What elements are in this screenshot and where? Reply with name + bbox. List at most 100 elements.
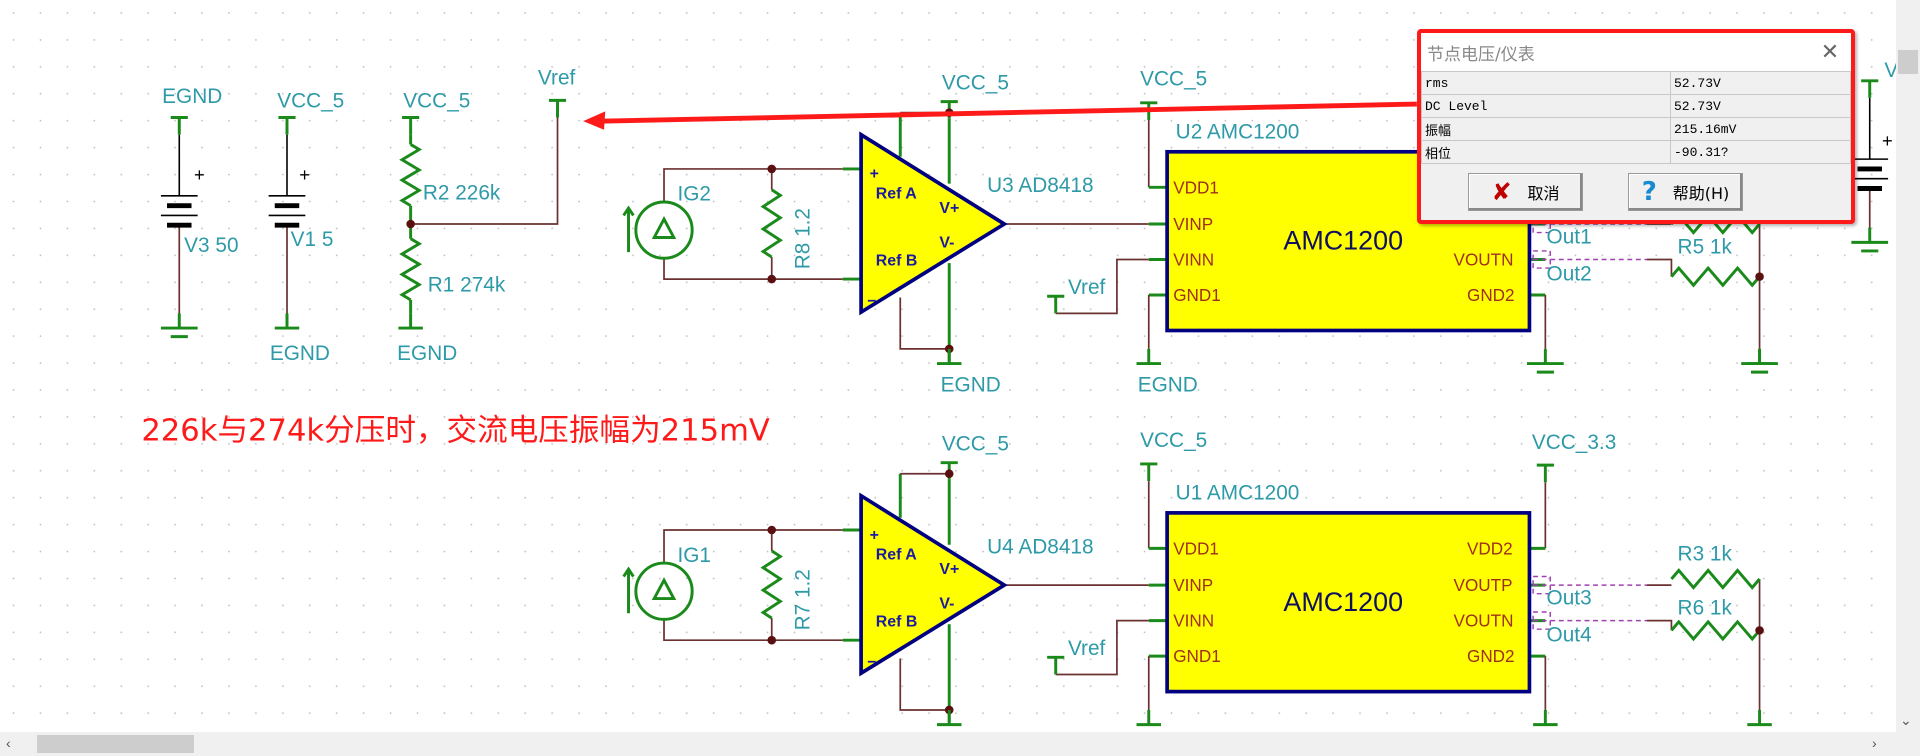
battery-plus: + [194, 164, 205, 185]
row-key: rms [1421, 71, 1671, 95]
pin-vdd1: VDD1 [1173, 177, 1219, 197]
wire [663, 529, 843, 564]
junction-dot [767, 635, 777, 645]
partial-label: V [1884, 59, 1896, 82]
junction-dot [406, 219, 415, 229]
horizontal-scroll-thumb[interactable] [37, 735, 194, 753]
chip-name: AMC1200 [1283, 226, 1403, 256]
ground-terminal [398, 313, 423, 330]
ground-symbol [1741, 348, 1778, 374]
vneg-label: V- [939, 595, 954, 612]
probe-box [1532, 611, 1551, 630]
horizontal-scrollbar[interactable]: ‹ › [0, 732, 1920, 756]
v3-label: V3 50 [184, 234, 238, 257]
ground-symbol [160, 313, 198, 339]
probe-out1[interactable]: Out1 [1547, 226, 1592, 249]
chip-u1[interactable] [1165, 511, 1532, 694]
wire [1646, 258, 1673, 277]
opamp-plus: + [870, 527, 879, 544]
r7-label: R7 1.2 [792, 569, 815, 630]
vpos-label: V+ [939, 200, 959, 217]
resistor [760, 549, 783, 620]
pin-voutn: VOUTN [1454, 250, 1514, 270]
help-button[interactable]: ?帮助(H) [1628, 173, 1743, 211]
power-terminal [170, 116, 188, 135]
opamp-plus: + [870, 166, 879, 183]
current-source [651, 215, 677, 239]
egnd-label: EGND [1138, 374, 1198, 397]
r5-label: R5 1k [1678, 235, 1733, 258]
annotation-text: 226k与274k分压时，交流电压振幅为215mV [141, 414, 770, 449]
components [160, 79, 1889, 727]
power-terminal [1140, 462, 1158, 482]
u4-label: U4 AD8418 [987, 535, 1093, 558]
ground-terminal [1136, 709, 1161, 727]
v1-label: V1 5 [291, 228, 334, 251]
r8-label: R8 1.2 [792, 208, 815, 269]
resistor [1670, 568, 1761, 590]
resistor [760, 188, 783, 259]
battery [1857, 166, 1882, 191]
row-value: 215.16mV [1670, 117, 1851, 141]
pin-voutp: VOUTP [1454, 575, 1513, 595]
cancel-label: 取消 [1527, 184, 1560, 203]
vertical-scrollbar[interactable]: ⌄ [1896, 0, 1920, 732]
close-icon[interactable]: ✕ [1820, 39, 1840, 64]
vcc5-label: VCC_5 [1140, 68, 1207, 91]
scroll-down-icon[interactable]: ⌄ [1900, 712, 1912, 728]
row-key: 相位 [1421, 140, 1671, 164]
scroll-right-icon[interactable]: › [1872, 735, 1877, 751]
probe-out4[interactable]: Out4 [1547, 623, 1592, 646]
egnd-label: EGND [162, 85, 222, 108]
chip-u2[interactable] [1165, 149, 1532, 333]
vneg-label: V- [939, 234, 954, 251]
battery [167, 203, 192, 228]
pin-vdd1: VDD1 [1173, 539, 1219, 559]
opamp-u4[interactable] [859, 492, 1008, 677]
vcc5-label: VCC_5 [277, 90, 344, 113]
junction-dot [944, 344, 954, 354]
power-terminal [548, 98, 567, 118]
ground-terminal [936, 709, 962, 727]
wire [663, 168, 843, 202]
r2-label: R2 226k [423, 182, 501, 205]
probe-out3[interactable]: Out3 [1547, 587, 1592, 610]
battery [268, 195, 306, 217]
ground-symbol [1526, 348, 1564, 374]
cancel-button[interactable]: ✘ 取消 [1468, 173, 1583, 211]
red-x-icon: ✘ [1491, 178, 1512, 206]
vcc33-label: VCC_3.3 [1532, 431, 1616, 454]
pin-vinp: VINP [1173, 214, 1213, 234]
junction-dot [767, 274, 777, 284]
red-arrow [583, 101, 1417, 130]
vertical-scroll-thumb[interactable] [1898, 50, 1918, 74]
probe-out2[interactable]: Out2 [1547, 262, 1592, 285]
vref-terminal [1047, 655, 1065, 675]
upper-section: IG2 R8 1.2 + Ref A V+ V- Ref B − U3 AD84… [677, 59, 1896, 397]
chip-name: AMC1200 [1283, 587, 1403, 617]
vref-terminal [1047, 294, 1065, 314]
pin-vinn: VINN [1173, 611, 1214, 631]
pin-vinp: VINP [1173, 575, 1213, 595]
wire [899, 658, 950, 711]
probe-box [1532, 575, 1551, 595]
wire [1646, 619, 1673, 631]
ref-b-label: Ref B [876, 614, 918, 631]
vref-label: Vref [1068, 276, 1106, 299]
u2-label: U2 AMC1200 [1176, 120, 1300, 143]
scroll-left-icon[interactable]: ‹ [6, 735, 11, 751]
vref-label: Vref [1068, 637, 1106, 660]
opamp-u3[interactable] [859, 131, 1008, 316]
vcc5-label: VCC_5 [403, 90, 470, 113]
pin-voutn: VOUTN [1454, 611, 1514, 631]
arrow-icon [622, 205, 635, 253]
wire [663, 619, 843, 642]
row-value: 52.73V [1670, 94, 1851, 118]
row-key: 振幅 [1421, 117, 1671, 141]
dialog-titlebar[interactable]: 节点电压/仪表 ✕ [1421, 33, 1851, 71]
ref-a-label: Ref A [876, 185, 917, 202]
pin-gnd2: GND2 [1467, 285, 1515, 305]
pin-gnd2: GND2 [1467, 646, 1515, 666]
